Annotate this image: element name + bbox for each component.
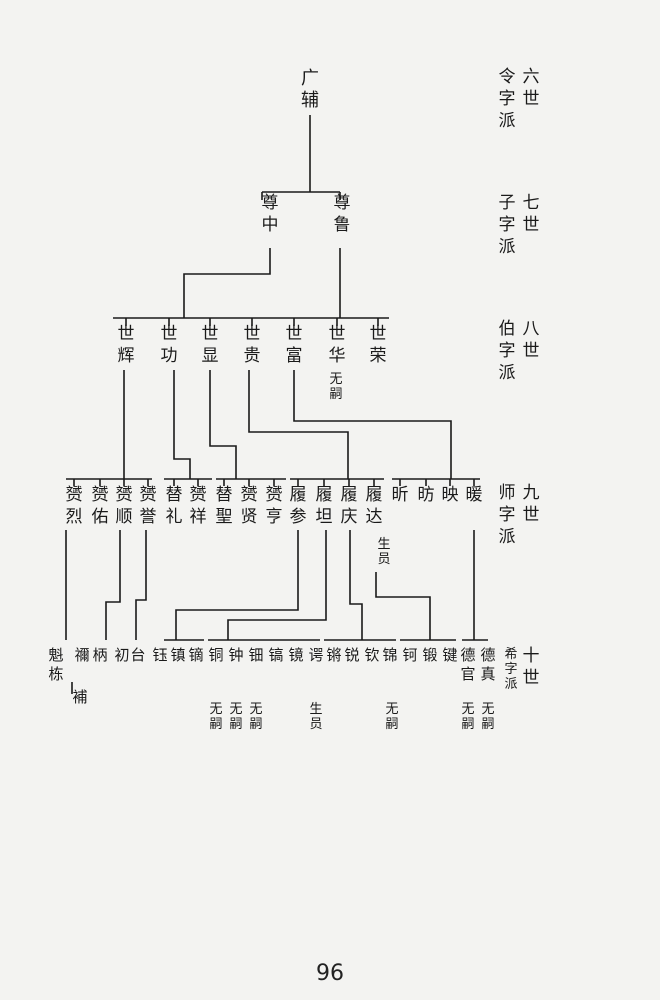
note-wusi: 无嗣 bbox=[385, 702, 398, 732]
member-gen9: 履参 bbox=[290, 485, 307, 527]
member-gen10: 镝 bbox=[188, 646, 203, 664]
member-gen9: 赟顺 bbox=[116, 485, 133, 527]
member-gen10: 钿 bbox=[248, 646, 263, 664]
note-wusi: 无嗣 bbox=[209, 702, 222, 732]
member-gen10: 镐 bbox=[268, 646, 283, 664]
note-shengyuan: 生员 bbox=[377, 537, 390, 567]
link-yu bbox=[135, 530, 147, 640]
member-gen10: 钦 bbox=[364, 646, 379, 664]
note-wusi: 无嗣 bbox=[249, 702, 262, 732]
member-gen10: 锵 bbox=[326, 646, 341, 664]
page-number: 96 bbox=[316, 961, 344, 986]
member-gen9: 昕 bbox=[392, 485, 409, 505]
member-gen6: 广辅 bbox=[301, 68, 319, 111]
member-gen8: 世显 bbox=[202, 324, 219, 366]
member-gen10: 钟 bbox=[228, 646, 243, 664]
member-gen10: 柄 bbox=[92, 646, 107, 664]
member-gen10: 谔 bbox=[308, 646, 323, 664]
gen7-number: 七世 bbox=[522, 193, 540, 235]
gen8-pai: 伯字派 bbox=[498, 319, 516, 383]
member-gen10: 台 bbox=[130, 646, 145, 664]
member-gen10: 铜 bbox=[208, 646, 223, 664]
gen8-number: 八世 bbox=[522, 319, 540, 361]
member-gen9: 赟佑 bbox=[92, 485, 109, 527]
member-gen10: 魁栋 bbox=[48, 646, 63, 683]
member-gen8: 世富 bbox=[286, 324, 303, 366]
member-gen10: 钶 bbox=[402, 646, 417, 664]
member-gen7: 尊鲁 bbox=[334, 193, 351, 235]
member-gen10: 初 bbox=[114, 646, 129, 664]
member-gen8: 世辉 bbox=[118, 324, 135, 366]
member-gen9: 昉 bbox=[418, 485, 435, 505]
gen10-pai: 希字派 bbox=[504, 647, 518, 692]
gen7-pai: 子字派 bbox=[498, 193, 516, 257]
member-gen9: 替聖 bbox=[216, 485, 233, 527]
note-wusi: 无嗣 bbox=[329, 372, 342, 402]
member-gen10: 键 bbox=[442, 646, 457, 664]
link-shun bbox=[105, 530, 121, 640]
note-wusi: 无嗣 bbox=[229, 702, 242, 732]
link-da bbox=[375, 572, 431, 640]
member-gen9: 履庆 bbox=[341, 485, 358, 527]
link-zhong bbox=[183, 248, 271, 318]
link-xian bbox=[209, 370, 237, 479]
link-can bbox=[175, 530, 299, 640]
member-gen10: 補 bbox=[72, 688, 87, 706]
member-gen8: 世功 bbox=[161, 324, 178, 366]
member-gen7: 尊中 bbox=[262, 193, 279, 235]
gen6-pai: 令字派 bbox=[498, 67, 516, 131]
link-gong bbox=[173, 370, 191, 479]
member-gen9: 赟祥 bbox=[190, 485, 207, 527]
link-fu bbox=[293, 370, 452, 479]
member-gen10: 镇 bbox=[170, 646, 185, 664]
note-wusi: 无嗣 bbox=[481, 702, 494, 732]
gen10-number: 十世 bbox=[522, 646, 540, 688]
member-gen10: 钰 bbox=[152, 646, 167, 664]
gen9-number: 九世 bbox=[522, 483, 540, 525]
member-gen9: 映 bbox=[442, 485, 459, 505]
member-gen10: 锻 bbox=[422, 646, 437, 664]
member-gen10: 锦 bbox=[382, 646, 397, 664]
member-gen9: 赟誉 bbox=[140, 485, 157, 527]
member-gen9: 赟烈 bbox=[66, 485, 83, 527]
note-shengyuan: 生员 bbox=[309, 702, 322, 732]
member-gen8: 世荣 bbox=[370, 324, 387, 366]
member-gen9: 赟亨 bbox=[266, 485, 283, 527]
gen6-number: 六世 bbox=[522, 67, 540, 109]
note-wusi: 无嗣 bbox=[461, 702, 474, 732]
member-gen9: 履达 bbox=[366, 485, 383, 527]
link-qing bbox=[349, 530, 363, 640]
member-gen9: 赟贤 bbox=[241, 485, 258, 527]
member-gen10: 德官 bbox=[460, 646, 475, 683]
member-gen10: 德真 bbox=[480, 646, 495, 683]
link-gui bbox=[248, 370, 349, 479]
member-gen8: 世华 bbox=[329, 324, 346, 366]
member-gen10: 禰 bbox=[74, 646, 89, 664]
member-gen9: 替礼 bbox=[166, 485, 183, 527]
member-gen10: 锐 bbox=[344, 646, 359, 664]
member-gen9: 暖 bbox=[466, 485, 483, 505]
member-gen10: 镜 bbox=[288, 646, 303, 664]
member-gen8: 世贵 bbox=[244, 324, 261, 366]
link-tan bbox=[227, 530, 327, 640]
gen9-pai: 师字派 bbox=[498, 483, 516, 547]
member-gen9: 履坦 bbox=[316, 485, 333, 527]
